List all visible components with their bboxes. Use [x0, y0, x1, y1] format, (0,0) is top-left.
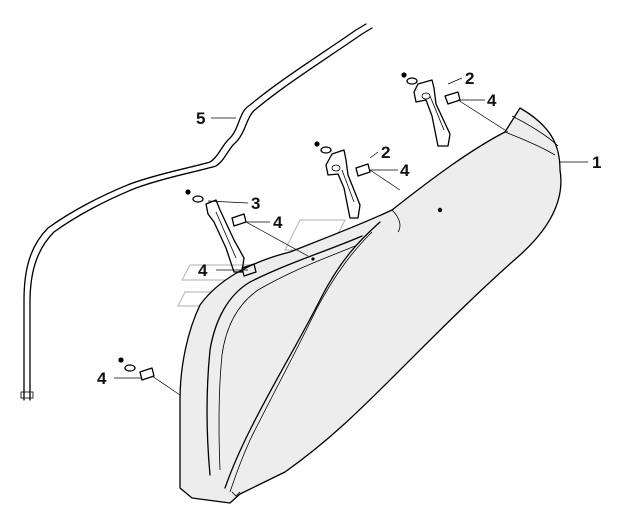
callout-labels: 1 2 4 2 4 3 4 4 4 5 — [97, 69, 601, 388]
callout-clip-left-upper: 4 — [273, 213, 283, 232]
fender — [179, 107, 562, 504]
clip-left-upper — [231, 213, 247, 227]
leader-lines — [114, 77, 588, 396]
clip-bottom — [118, 357, 155, 381]
callout-clip-bottom: 4 — [97, 369, 107, 388]
clip-middle — [355, 163, 371, 177]
seal-strip — [20, 23, 373, 401]
clip-left-lower — [241, 263, 257, 277]
bracket-left — [185, 189, 245, 273]
callout-bracket-top-right: 2 — [465, 69, 474, 88]
callout-clip-top-right: 4 — [487, 91, 497, 110]
bracket-top-right — [401, 72, 451, 147]
clip-top-right — [444, 91, 461, 105]
callout-bracket-left: 3 — [251, 194, 260, 213]
callout-fender: 1 — [592, 153, 601, 172]
callout-clip-left-lower: 4 — [198, 261, 208, 280]
bracket-middle — [314, 141, 361, 219]
callout-bracket-middle: 2 — [381, 143, 390, 162]
callout-seal-strip: 5 — [196, 109, 205, 128]
callout-clip-middle: 4 — [400, 161, 410, 180]
